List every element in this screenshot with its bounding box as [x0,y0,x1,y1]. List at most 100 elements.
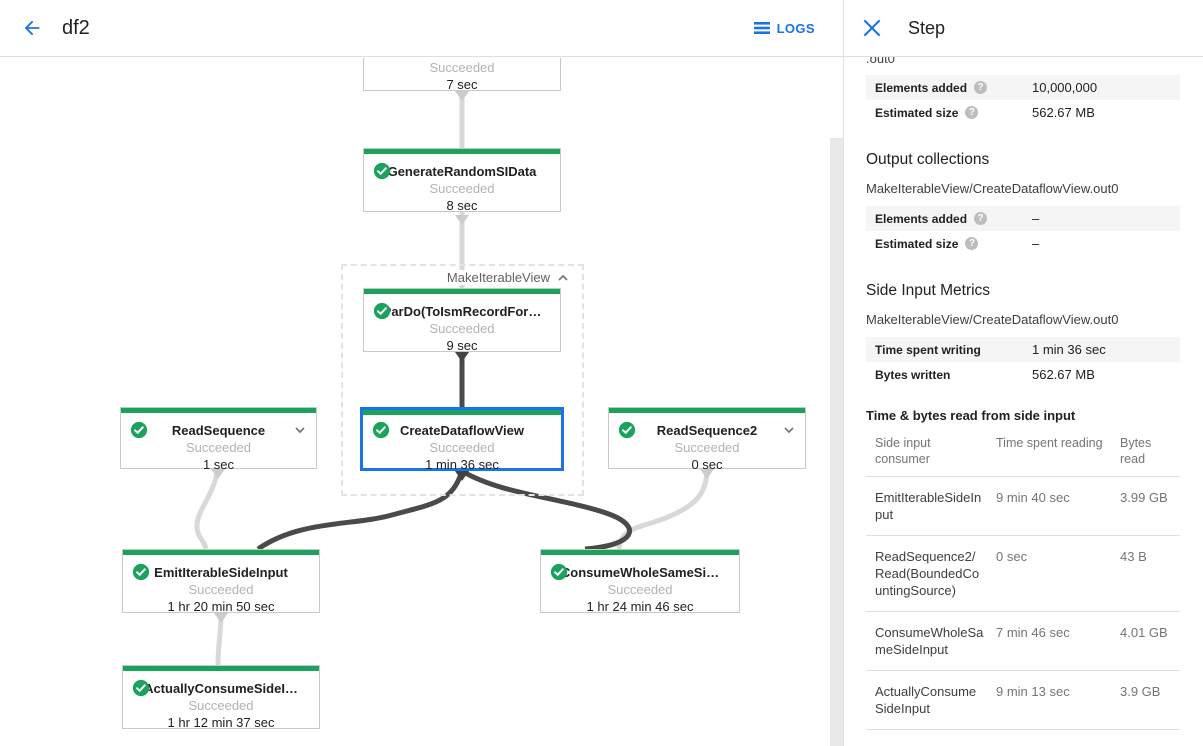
node-title: ActuallyConsumeSideI… [144,680,298,696]
column-header: Side input consumer [875,436,931,466]
close-button[interactable] [852,8,892,48]
help-icon[interactable]: ? [965,237,979,250]
node-status: Succeeded [188,582,254,597]
metric-label: Estimated size [875,236,959,251]
graph-node-generaterandomsidata[interactable]: GenerateRandomSIData Succeeded 8 sec [363,148,561,213]
check-circle-icon [373,162,391,180]
table-row: ReadSequence2/Read(BoundedCountingSource… [866,536,1180,612]
consumer-name: ActuallyConsumeSideInput [875,684,977,716]
chevron-down-icon[interactable] [783,426,795,434]
column-header: Time spent reading [996,436,1103,450]
node-time: 1 hr 12 min 37 sec [167,715,275,730]
graph-node-readsequence[interactable]: ReadSequence Succeeded 1 sec [120,407,317,472]
panel-title: Step [908,17,946,38]
metric-row: Estimated size ? 562.67 MB [866,100,1180,125]
metric-label: Bytes written [875,367,951,382]
node-status: Succeeded [188,698,254,713]
help-icon[interactable]: ? [974,81,988,94]
clipped-collection-name: .out0 [866,57,895,66]
check-circle-icon [130,421,148,439]
node-time: 9 sec [446,338,478,353]
metric-value: – [1032,211,1040,226]
group-makeiterableview: MakeIterableView [341,264,584,496]
back-arrow-icon [24,20,40,36]
side-input-write-metrics: Time spent writing 1 min 36 sec Bytes wr… [866,337,1180,387]
graph-node-createdataflowview[interactable]: CreateDataflowView Succeeded 1 min 36 se… [360,407,564,472]
input-metrics: Elements added ? 10,000,000 Estimated si… [866,75,1180,125]
chevron-up-icon [558,274,568,281]
collection-name: MakeIterableView/CreateDataflowView.out0 [866,312,1119,327]
status-bar [121,408,316,413]
node-time: 1 min 36 sec [425,457,499,472]
group-label-makeiterableview[interactable]: MakeIterableView [443,270,572,285]
node-status: Succeeded [429,440,495,455]
consumer-name: ReadSequence/Read(BoundedCountingSource) [875,742,996,745]
help-icon[interactable]: ? [974,212,988,225]
logs-button[interactable]: LOGS [753,20,815,36]
node-title: EmitIterableSideInput [154,564,288,580]
table-row: ConsumeWholeSameSideInput 7 min 46 sec 4… [866,612,1180,671]
logs-label: LOGS [776,20,815,36]
back-button[interactable] [12,8,52,48]
metric-value: 1 min 36 sec [1032,342,1106,357]
metric-row: Estimated size ? – [866,231,1180,256]
node-status: Succeeded [429,321,495,336]
node-time: 0 sec [691,457,723,472]
metric-row: Bytes written 562.67 MB [866,362,1180,387]
bytes-read: 3.99 GB [1120,490,1168,505]
check-circle-icon [550,563,568,581]
check-circle-icon [618,421,636,439]
status-bar [609,408,805,413]
check-circle-icon [372,421,390,439]
status-bar [364,289,560,294]
time-reading: 9 min 40 sec [996,490,1070,505]
metric-row: Time spent writing 1 min 36 sec [866,337,1180,362]
output-collection-metrics: Elements added ? – Estimated size ? – [866,206,1180,256]
panel-divider [843,0,844,746]
chevron-down-icon[interactable] [294,426,306,434]
metric-value: 562.67 MB [1032,367,1095,382]
logs-icon [753,22,770,34]
table-row: ActuallyConsumeSideInput 9 min 13 sec 3.… [866,671,1180,730]
topbar: df2 LOGS [0,0,843,57]
node-title: ConsumeWholeSameSi… [560,564,720,580]
time-reading: 0 sec [996,549,1028,564]
graph-node-consumewholesamesideinput[interactable]: ConsumeWholeSameSi… Succeeded 1 hr 24 mi… [540,549,740,614]
node-status: Succeeded [185,440,252,455]
graph-node-pardo-toismrecord[interactable]: ParDo(ToIsmRecordFor… Succeeded 9 sec [363,288,561,353]
status-bar [364,149,560,154]
node-time: 1 hr 20 min 50 sec [167,599,275,614]
node-time: 7 sec [446,77,478,92]
group-label-text: MakeIterableView [446,270,550,285]
bytes-read: 0 B [1120,742,1180,745]
node-status: Succeeded [429,60,495,75]
help-icon[interactable]: ? [965,106,979,119]
node-title: ParDo(ToIsmRecordFor… [382,303,542,319]
metric-label: Elements added [875,80,968,95]
node-status: Succeeded [429,181,495,196]
node-time: 1 hr 24 min 46 sec [586,599,694,614]
metric-label: Elements added [875,211,968,226]
graph-node-actuallyconsumesideinput[interactable]: ActuallyConsumeSideI… Succeeded 1 hr 12 … [122,665,320,730]
table-row: ReadSequence/Read(BoundedCountingSource)… [866,730,1180,745]
check-circle-icon [132,563,150,581]
table-header-row: Side input consumer Time spent reading B… [866,427,1180,477]
status-bar [541,550,739,555]
graph-node-emititerablesideinput[interactable]: EmitIterableSideInput Succeeded 1 hr 20 … [122,549,320,614]
graph-canvas[interactable]: MakeIterableView Succeeded 7 sec [0,58,843,746]
graph-node-readsequence2[interactable]: ReadSequence2 Succeeded 0 sec [608,407,806,472]
metric-value: 10,000,000 [1032,80,1098,95]
step-panel-body: .out0 Elements added ? 10,000,000 Estima… [844,57,1203,745]
time-reading: 7 min 46 sec [996,625,1070,640]
job-title: df2 [62,16,90,39]
consumer-name: EmitIterableSideInput [875,490,982,522]
step-panel-header: Step [844,0,1203,57]
table-row: EmitIterableSideInput 9 min 40 sec 3.99 … [866,477,1180,536]
status-bar [123,550,319,555]
canvas-scrollbar[interactable] [830,138,843,746]
node-status: Succeeded [674,440,740,455]
node-time: 1 sec [202,457,235,472]
graph-node-clipped-top[interactable]: Succeeded 7 sec [363,58,561,92]
node-time: 8 sec [446,198,478,213]
